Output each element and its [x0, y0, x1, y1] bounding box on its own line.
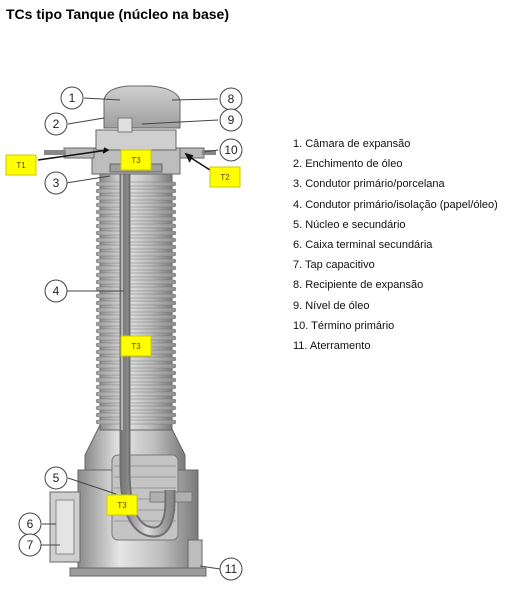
porcelain-rib: [95, 391, 177, 397]
tag-t3-bottom: T3: [106, 494, 138, 516]
porcelain-rib: [95, 181, 177, 187]
legend-item: 1. Câmara de expansão: [293, 138, 411, 150]
legend-item: 8. Recipiente de expansão: [293, 279, 424, 292]
callout-4: 4: [44, 279, 68, 303]
callout-8: 8: [219, 87, 243, 111]
porcelain-rib: [95, 265, 177, 271]
svg-text:10: 10: [224, 143, 238, 157]
porcelain-rib: [95, 293, 177, 299]
callout-9: 9: [219, 108, 243, 132]
porcelain-rib: [95, 314, 177, 320]
porcelain-rib: [95, 419, 177, 425]
svg-text:2: 2: [53, 117, 60, 131]
svg-text:8: 8: [228, 92, 235, 106]
porcelain-rib: [95, 195, 177, 201]
tag-t1: T1: [5, 154, 37, 176]
callout-leaders: [40, 97, 221, 570]
porcelain-rib: [95, 244, 177, 250]
svg-text:T3: T3: [131, 156, 141, 165]
porcelain-rib: [95, 384, 177, 390]
porcelain-rib: [95, 286, 177, 292]
flow-arrows: [37, 147, 211, 171]
callout-6: 6: [18, 512, 42, 536]
porcelain-rib: [95, 356, 177, 362]
legend-item: 11. Aterramento: [293, 339, 371, 352]
porcelain-rib: [95, 251, 177, 257]
porcelain-rib: [95, 279, 177, 285]
svg-text:4: 4: [53, 284, 60, 298]
porcelain-insulator: [95, 169, 177, 431]
porcelain-rib: [95, 363, 177, 369]
callout-2: 2: [44, 112, 68, 136]
callout-markers: 1 2 3 4 5 6 7 8 9 10 11: [18, 86, 243, 581]
tag-t3-top: T3: [120, 149, 152, 171]
callout-10: 10: [219, 138, 243, 162]
legend-item: 9. Nível de óleo: [293, 299, 370, 312]
porcelain-rib: [95, 209, 177, 215]
porcelain-rib: [95, 307, 177, 313]
callout-7: 7: [18, 533, 42, 557]
svg-text:5: 5: [53, 471, 60, 485]
svg-text:9: 9: [228, 113, 235, 127]
porcelain-rib: [95, 258, 177, 264]
svg-text:T1: T1: [16, 161, 26, 170]
porcelain-rib: [95, 398, 177, 404]
svg-text:6: 6: [27, 517, 34, 531]
porcelain-rib: [95, 230, 177, 236]
component-legend: 1. Câmara de expansão 2. Enchimento de ó…: [293, 137, 498, 359]
legend-item: 5. Núcleo e secundário: [293, 218, 406, 231]
svg-text:7: 7: [27, 538, 34, 552]
callout-1: 1: [60, 86, 84, 110]
legend-item: 4. Condutor primário/isolação (papel/óle…: [293, 198, 498, 211]
svg-text:11: 11: [225, 562, 238, 576]
porcelain-rib: [95, 412, 177, 418]
svg-text:1: 1: [69, 91, 76, 105]
callout-3: 3: [44, 171, 68, 195]
legend-item: 3. Condutor primário/porcelana: [293, 178, 445, 191]
svg-text:3: 3: [53, 176, 60, 190]
primary-conductor: [119, 160, 176, 538]
svg-text:T3: T3: [131, 342, 141, 351]
diagram-title: TCs tipo Tanque (núcleo na base): [6, 6, 229, 22]
legend-item: 6. Caixa terminal secundária: [293, 238, 433, 251]
porcelain-rib: [95, 216, 177, 222]
legend-item: 10. Término primário: [293, 319, 395, 332]
callout-5: 5: [44, 466, 68, 490]
legend-item: 2. Enchimento de óleo: [293, 158, 403, 171]
porcelain-rib: [95, 237, 177, 243]
porcelain-rib: [95, 377, 177, 383]
tag-t3-mid: T3: [120, 335, 152, 357]
porcelain-rib: [95, 188, 177, 194]
porcelain-rib: [95, 300, 177, 306]
porcelain-rib: [95, 328, 177, 334]
tag-t2: T2: [209, 166, 241, 188]
porcelain-rib: [95, 370, 177, 376]
svg-text:T3: T3: [117, 501, 127, 510]
svg-text:T2: T2: [220, 173, 230, 182]
porcelain-rib: [95, 405, 177, 411]
porcelain-rib: [95, 321, 177, 327]
callout-11: 11: [219, 557, 243, 581]
terminal-tags: T1 T2 T3 T3 T3: [5, 149, 241, 516]
porcelain-rib: [95, 223, 177, 229]
legend-item: 7. Tap capacitivo: [293, 259, 375, 272]
porcelain-rib: [95, 202, 177, 208]
porcelain-rib: [95, 272, 177, 278]
